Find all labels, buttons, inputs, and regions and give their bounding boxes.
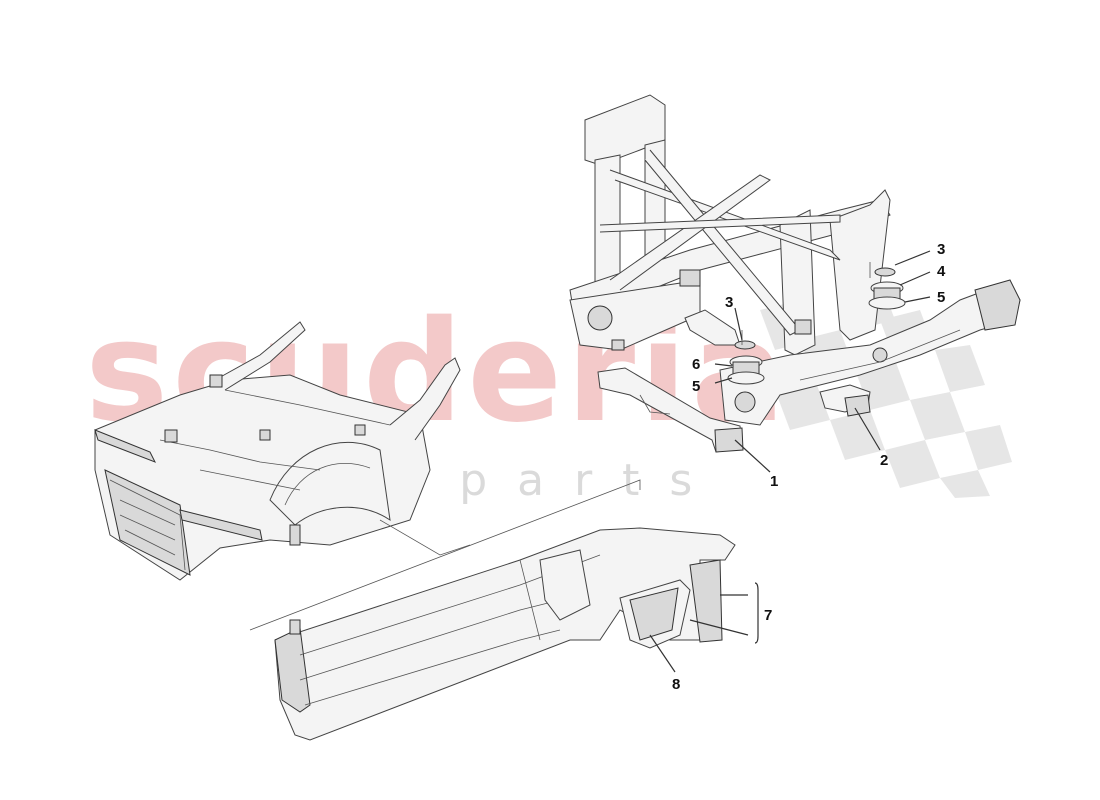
rubber-mount-left [727, 330, 765, 385]
callout-4: 4 [937, 263, 946, 280]
callout-1: 1 [770, 473, 778, 490]
callout-3-left: 3 [725, 294, 733, 311]
gearbox-mount-bracket [819, 384, 871, 417]
rear-subframe [569, 94, 1021, 426]
front-body-shell [94, 321, 461, 581]
leader-lines [649, 250, 931, 673]
callout-5-left: 5 [692, 378, 700, 395]
assembly-leader [249, 479, 641, 631]
callouts: 1 2 3 3 4 5 5 6 7 8 [672, 241, 946, 693]
rubber-mount-right [868, 262, 906, 310]
callout-6: 6 [692, 356, 700, 373]
callout-5-right: 5 [937, 289, 945, 306]
callout-2: 2 [880, 452, 888, 469]
side-sill-member [274, 527, 736, 741]
sill-reinforcement [539, 549, 691, 649]
callout-8: 8 [672, 676, 680, 693]
callout-3-right: 3 [937, 241, 945, 258]
assembly-leader-2 [379, 519, 471, 556]
callout-7: 7 [764, 607, 772, 624]
engine-crossmember [597, 309, 744, 453]
